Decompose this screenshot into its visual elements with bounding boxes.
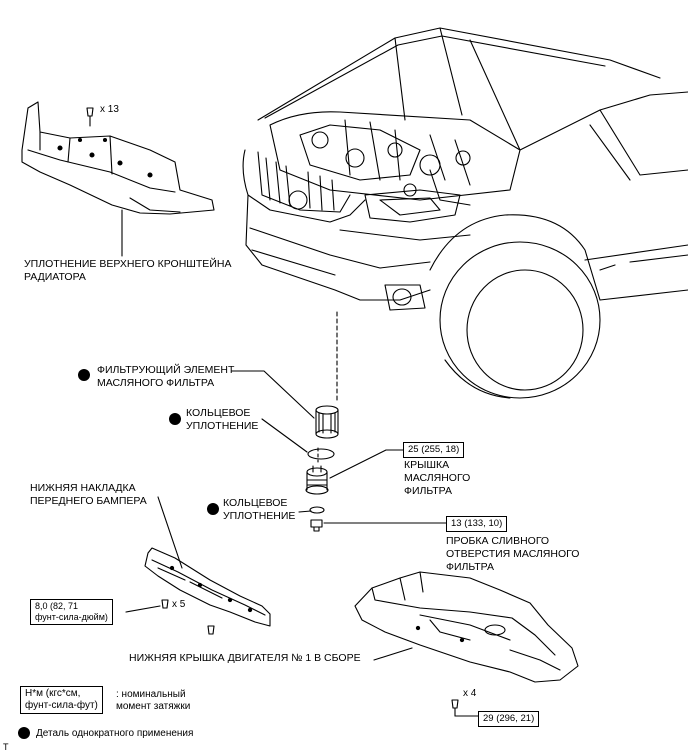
bumper-cover-label: НИЖНЯЯ НАКЛАДКА ПЕРЕДНЕГО БАМПЕРА bbox=[30, 482, 147, 507]
engine-cover-label: НИЖНЯЯ КРЫШКА ДВИГАТЕЛЯ № 1 В СБОРЕ bbox=[129, 652, 361, 664]
o-ring-upper-label: КОЛЬЦЕВОЕ УПЛОТНЕНИЕ bbox=[186, 407, 259, 432]
oil-filter-cap-part bbox=[305, 449, 404, 495]
legend-non-reusable-marker bbox=[18, 727, 30, 739]
torque-oil-filter-cap: 25 (255, 18) bbox=[403, 442, 465, 458]
bumper-bolt-quantity: x 5 bbox=[172, 599, 186, 610]
torque-bumper-bolt: 8,0 (82, 71 фунт-сила-дюйм) bbox=[30, 599, 113, 625]
vehicle-front-drawing bbox=[242, 27, 688, 399]
legend-torque-unit-box: Н*м (кгс*см, фунт-сила-фут) bbox=[20, 686, 103, 714]
oil-filter-cap-label: КРЫШКА МАСЛЯНОГО ФИЛЬТРА bbox=[404, 459, 471, 497]
top-clip-quantity: x 13 bbox=[100, 104, 119, 115]
drain-plug-label: ПРОБКА СЛИВНОГО ОТВЕРСТИЯ МАСЛЯНОГО ФИЛЬ… bbox=[446, 535, 580, 573]
o-ring-upper-part bbox=[307, 448, 335, 460]
oil-filter-element-label: ФИЛЬТРУЮЩИЙ ЭЛЕМЕНТ МАСЛЯНОГО ФИЛЬТРА bbox=[97, 364, 235, 389]
engine-bolt-quantity: x 4 bbox=[463, 688, 477, 699]
o-ring-lower-label: КОЛЬЦЕВОЕ УПЛОТНЕНИЕ bbox=[223, 497, 296, 522]
corner-mark: T bbox=[3, 742, 9, 752]
radiator-seal-label: УПЛОТНЕНИЕ ВЕРХНЕГО КРОНШТЕЙНА РАДИАТОРА bbox=[24, 258, 232, 283]
engine-cover-part bbox=[354, 571, 579, 717]
drain-plug-part bbox=[310, 519, 447, 532]
o-ring-lower-part bbox=[309, 506, 325, 514]
legend-torque-description: : номинальный момент затяжки bbox=[116, 689, 191, 712]
torque-drain-plug: 13 (133, 10) bbox=[446, 516, 508, 532]
non-reusable-marker-filter bbox=[78, 369, 90, 381]
oil-filter-element-part bbox=[231, 370, 339, 439]
radiator-seal-part bbox=[21, 101, 215, 257]
legend-non-reusable-label: Деталь однократного применения bbox=[36, 728, 194, 739]
torque-engine-cover-bolt: 29 (296, 21) bbox=[478, 711, 540, 727]
non-reusable-marker-o-ring-upper bbox=[169, 413, 181, 425]
bumper-cover-part bbox=[125, 496, 271, 635]
non-reusable-marker-o-ring-lower bbox=[207, 503, 219, 515]
